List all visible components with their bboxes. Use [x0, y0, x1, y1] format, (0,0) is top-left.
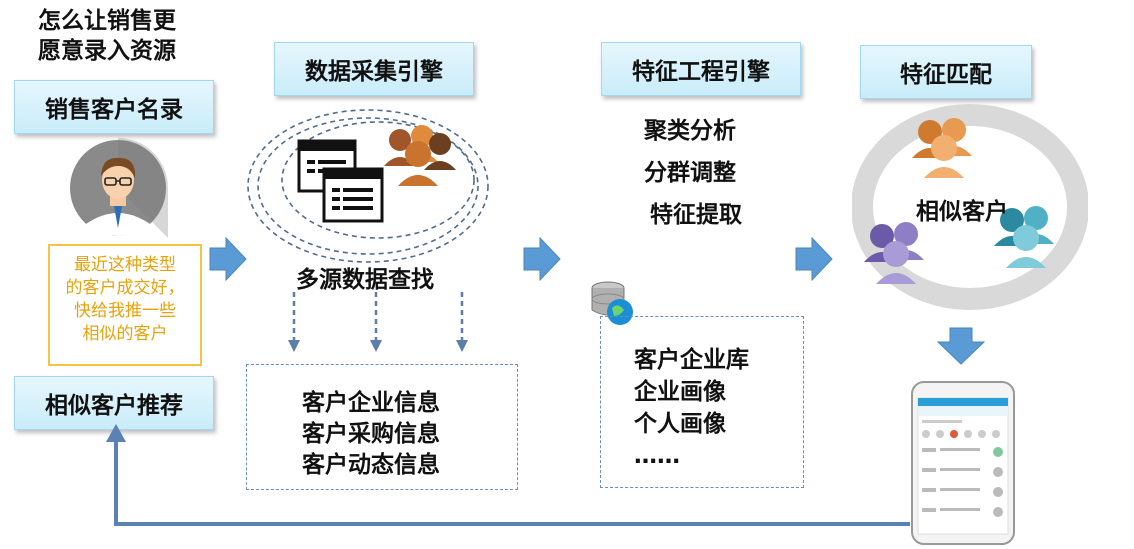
multi-source-label: 多源数据查找 [296, 267, 434, 293]
recommend-label: 相似客户推荐 [45, 393, 183, 419]
database-box [600, 316, 804, 488]
recommend-box: 相似客户推荐 [14, 376, 214, 430]
right-arrow-icon [795, 236, 833, 282]
info-box [246, 364, 518, 490]
engine-step: 聚类分析 [644, 118, 736, 144]
right-arrow-icon [523, 236, 561, 282]
info-item: 客户动态信息 [302, 452, 440, 478]
db-item: 个人画像 [634, 411, 726, 437]
feature-engine-box: 特征工程引擎 [601, 42, 801, 96]
question-line-2: 愿意录入资源 [38, 38, 176, 64]
info-list: 客户企业信息 客户采购信息 客户动态信息 [302, 388, 440, 481]
note-line: 相似的客户 [82, 324, 168, 344]
info-item: 客户采购信息 [302, 421, 440, 447]
note-line: 最近这种类型 [74, 255, 176, 275]
sales-list-label: 销售客户名录 [45, 97, 183, 123]
engine-step: 特征提取 [650, 202, 742, 228]
db-item: 客户企业库 [634, 347, 749, 373]
purple-people-icon [864, 222, 924, 284]
down-arrow-icon [936, 327, 986, 365]
people-group-icon [384, 125, 456, 186]
sales-list-box: 销售客户名录 [14, 80, 214, 134]
data-source-rings [247, 109, 489, 263]
dashed-down-arrows [288, 292, 468, 352]
right-arrow-icon [209, 236, 247, 282]
teal-people-icon [994, 206, 1054, 268]
orange-people-icon [912, 118, 972, 178]
engine-steps: 聚类分析 分群调整 特征提取 [644, 110, 742, 236]
phone-app-icon [911, 381, 1015, 545]
salesman-avatar-icon [70, 138, 168, 238]
data-engine-box: 数据采集引擎 [274, 42, 474, 96]
feature-engine-label: 特征工程引擎 [632, 59, 770, 85]
question-title: 怎么让销售更 愿意录入资源 [38, 6, 176, 66]
return-arrow [106, 424, 910, 526]
engine-step: 分群调整 [644, 160, 736, 186]
feature-match-label: 特征匹配 [900, 62, 992, 88]
database-globe-icon [591, 281, 633, 325]
database-list: 客户企业库 企业画像 个人画像 …… [634, 344, 749, 472]
request-note: 最近这种类型 的客户成交好， 快给我推一些 相似的客户 [48, 244, 202, 366]
info-item: 客户企业信息 [302, 390, 440, 416]
match-ring [852, 104, 1088, 310]
data-engine-label: 数据采集引擎 [305, 59, 443, 85]
similar-customers-label: 相似客户 [916, 199, 1008, 225]
note-line: 的客户成交好， [65, 278, 185, 298]
note-line: 快给我推一些 [74, 301, 176, 321]
feature-match-box: 特征匹配 [860, 45, 1032, 99]
question-line-1: 怎么让销售更 [38, 8, 176, 34]
document-window-icon [297, 139, 384, 223]
db-item: …… [634, 443, 680, 469]
db-item: 企业画像 [634, 379, 726, 405]
